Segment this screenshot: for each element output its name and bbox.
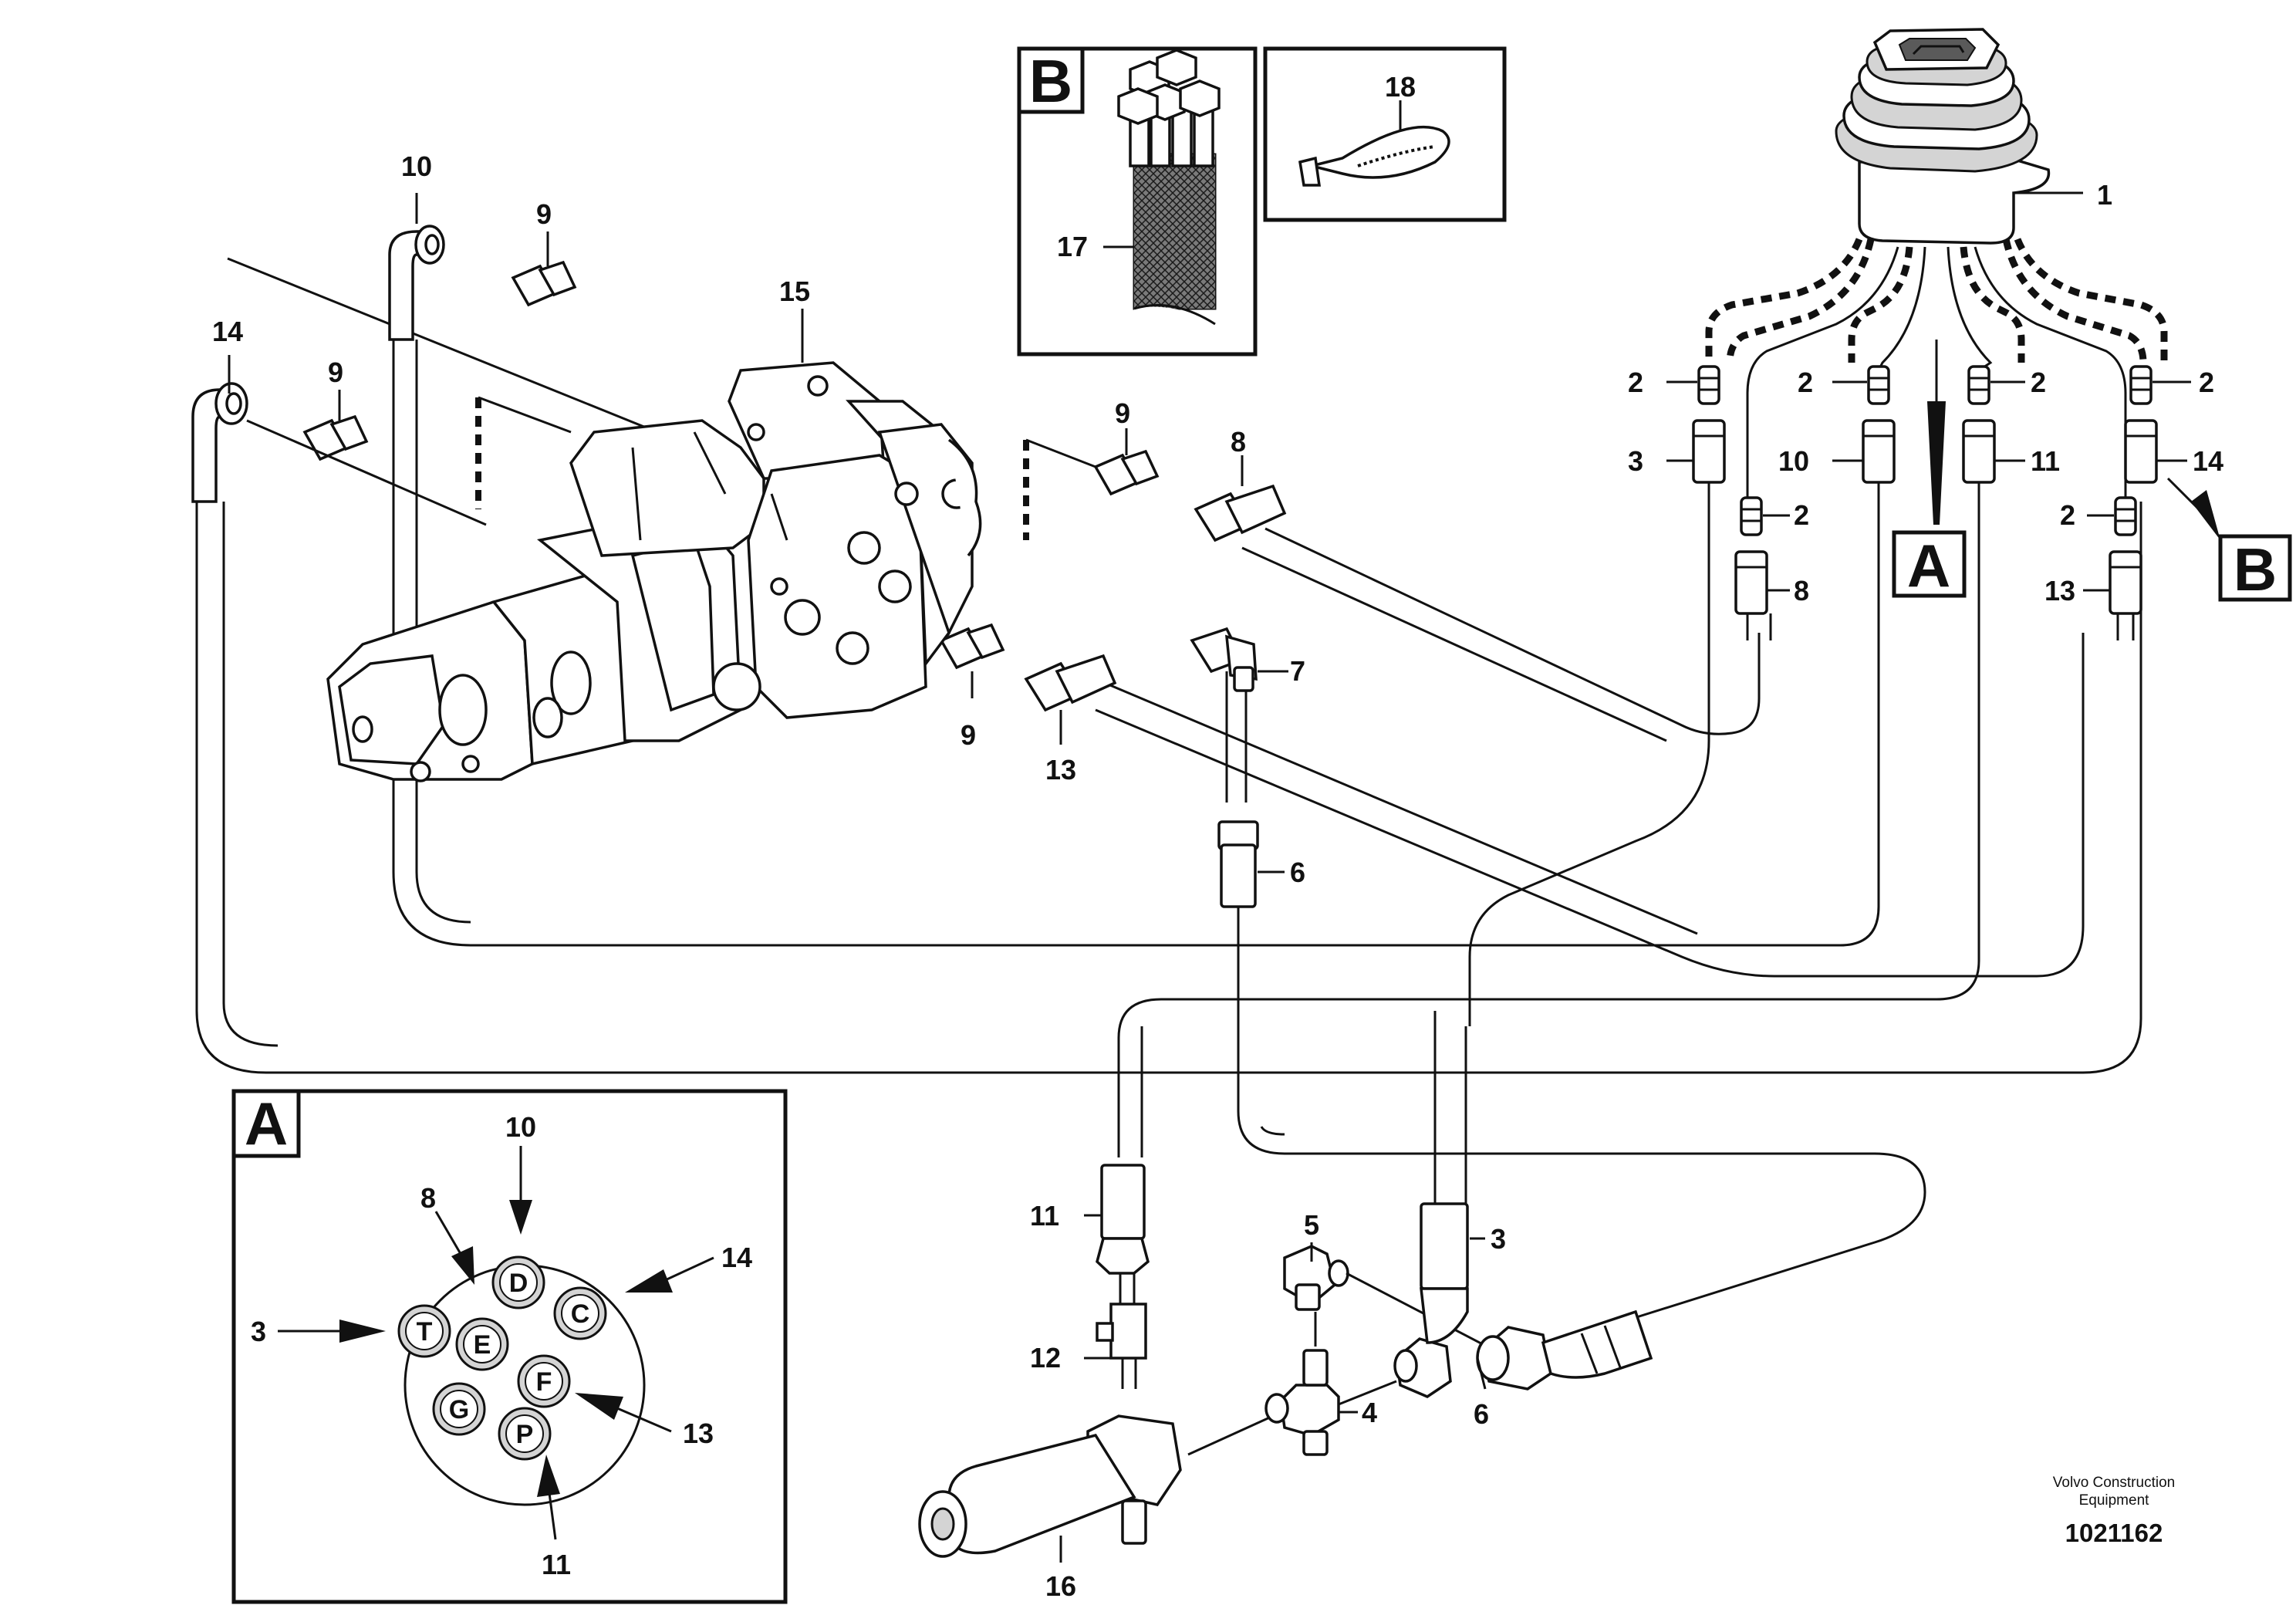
callout-14a: 14 bbox=[212, 316, 243, 347]
hose-end-13 bbox=[2109, 550, 2142, 615]
port-c: C bbox=[553, 1286, 607, 1340]
inset-a-panel: A D C T E F G P 10 8 14 3 13 11 bbox=[231, 1089, 788, 1604]
lower-fittings bbox=[918, 1164, 1653, 1558]
callout-11a: 11 bbox=[1030, 1200, 1059, 1232]
brand-line-2: Equipment bbox=[2079, 1492, 2150, 1509]
callout-9d: 9 bbox=[961, 719, 976, 751]
port-g: G bbox=[432, 1382, 486, 1436]
callout-4: 4 bbox=[1362, 1397, 1377, 1428]
callout-2c: 2 bbox=[2031, 367, 2046, 398]
pump-valve-assembly-15 bbox=[326, 361, 982, 782]
hose-end-10 bbox=[1862, 419, 1896, 484]
callout-9c: 9 bbox=[1115, 397, 1130, 429]
hose-routing bbox=[195, 340, 2142, 1329]
callout-14b: 14 bbox=[2193, 445, 2223, 477]
nipple-2-c bbox=[1967, 365, 1990, 405]
hose-fitting-13 bbox=[1024, 654, 1117, 712]
callout-12: 12 bbox=[1030, 1342, 1061, 1374]
callout-labels: 1 2 2 2 2 2 2 3 10 11 14 8 13 7 6 8 9 9 … bbox=[212, 150, 2223, 1602]
callout-10b: 10 bbox=[1778, 445, 1809, 477]
callout-9a: 9 bbox=[536, 198, 552, 230]
nipple-2-f bbox=[2114, 496, 2137, 536]
brand-line-1: Volvo Construction bbox=[2053, 1475, 2175, 1491]
callout-17: 17 bbox=[1057, 231, 1088, 262]
drawing-number: 1021162 bbox=[2065, 1519, 2163, 1547]
hose-end-6-upper bbox=[1217, 820, 1259, 908]
inset-a-callout-10: 10 bbox=[505, 1111, 536, 1143]
callout-2e: 2 bbox=[1794, 499, 1809, 531]
nipple-2-d bbox=[2129, 365, 2152, 405]
inset-b-badge: B bbox=[1029, 47, 1072, 115]
inset-cable-tie-panel: 18 bbox=[1263, 46, 1507, 222]
callout-7: 7 bbox=[1290, 655, 1305, 687]
svg-text:F: F bbox=[536, 1367, 552, 1397]
callout-2a: 2 bbox=[1628, 367, 1643, 398]
callout-6a: 6 bbox=[1290, 857, 1305, 888]
callout-11b: 11 bbox=[2031, 445, 2060, 477]
port-t: T bbox=[397, 1304, 451, 1358]
nipple-2-b bbox=[1867, 365, 1890, 405]
port-d: D bbox=[491, 1255, 545, 1309]
callout-2d: 2 bbox=[2199, 367, 2214, 398]
joystick-control-lever bbox=[1835, 28, 2083, 245]
svg-text:G: G bbox=[449, 1395, 469, 1424]
port-f: F bbox=[517, 1354, 571, 1408]
svg-text:D: D bbox=[509, 1269, 528, 1298]
inset-a-badge: A bbox=[245, 1090, 288, 1157]
callout-6b: 6 bbox=[1474, 1398, 1489, 1430]
svg-text:B: B bbox=[2234, 536, 2277, 603]
inset-a-callout-13: 13 bbox=[683, 1418, 714, 1449]
inset-a-callout-14: 14 bbox=[721, 1242, 752, 1273]
inset-a-callout-3: 3 bbox=[251, 1316, 266, 1347]
nipple-9-low bbox=[939, 623, 1005, 670]
callout-9b: 9 bbox=[328, 357, 343, 388]
hose-end-11 bbox=[1962, 419, 1996, 484]
callout-15: 15 bbox=[779, 275, 810, 307]
callout-3b: 3 bbox=[1491, 1223, 1506, 1255]
nipple-2-e bbox=[1740, 496, 1763, 536]
svg-text:P: P bbox=[516, 1420, 534, 1449]
fittings bbox=[191, 225, 2158, 908]
hose-end-14 bbox=[2124, 419, 2158, 484]
joystick-dashed-routing bbox=[1705, 238, 2168, 525]
callout-10a: 10 bbox=[401, 150, 432, 182]
callout-18: 18 bbox=[1385, 71, 1416, 103]
svg-text:E: E bbox=[474, 1330, 491, 1360]
callout-1: 1 bbox=[2097, 179, 2112, 211]
callout-13b: 13 bbox=[2044, 575, 2075, 607]
footer: Volvo Construction Equipment 1021162 bbox=[2053, 1475, 2175, 1547]
nipple-9-left bbox=[246, 414, 487, 526]
callout-16: 16 bbox=[1045, 1570, 1076, 1602]
hose-end-3 bbox=[1692, 419, 1726, 484]
view-marker-a: A bbox=[1892, 530, 1967, 600]
nipple-9-mid bbox=[1093, 449, 1160, 496]
hose-fitting-8 bbox=[1194, 484, 1287, 542]
callout-5: 5 bbox=[1304, 1209, 1319, 1241]
callout-leaders bbox=[228, 191, 2191, 1563]
hose-end-8 bbox=[1734, 550, 1768, 615]
callout-3a: 3 bbox=[1628, 445, 1643, 477]
callout-8a: 8 bbox=[1231, 426, 1246, 458]
port-e: E bbox=[455, 1317, 509, 1371]
elbow-14 bbox=[191, 382, 248, 503]
elbow-10 bbox=[388, 225, 445, 341]
callout-2b: 2 bbox=[1798, 367, 1813, 398]
svg-text:A: A bbox=[1907, 532, 1950, 600]
callout-2f: 2 bbox=[2060, 499, 2075, 531]
nipple-2-a bbox=[1697, 365, 1720, 405]
inset-a-arrows bbox=[278, 1146, 714, 1540]
callout-13a: 13 bbox=[1045, 754, 1076, 786]
inset-b-panel: B 17 bbox=[1017, 46, 1258, 357]
tee-fitting-7 bbox=[1190, 627, 1258, 803]
pump-dashed-markers bbox=[475, 396, 1096, 540]
callout-8b: 8 bbox=[1794, 575, 1809, 607]
port-p: P bbox=[498, 1407, 552, 1461]
svg-text:C: C bbox=[571, 1299, 590, 1329]
inset-a-callout-11: 11 bbox=[542, 1549, 571, 1580]
inset-a-callout-8: 8 bbox=[420, 1182, 436, 1214]
svg-text:T: T bbox=[417, 1317, 433, 1347]
view-marker-b: B bbox=[2166, 477, 2292, 603]
